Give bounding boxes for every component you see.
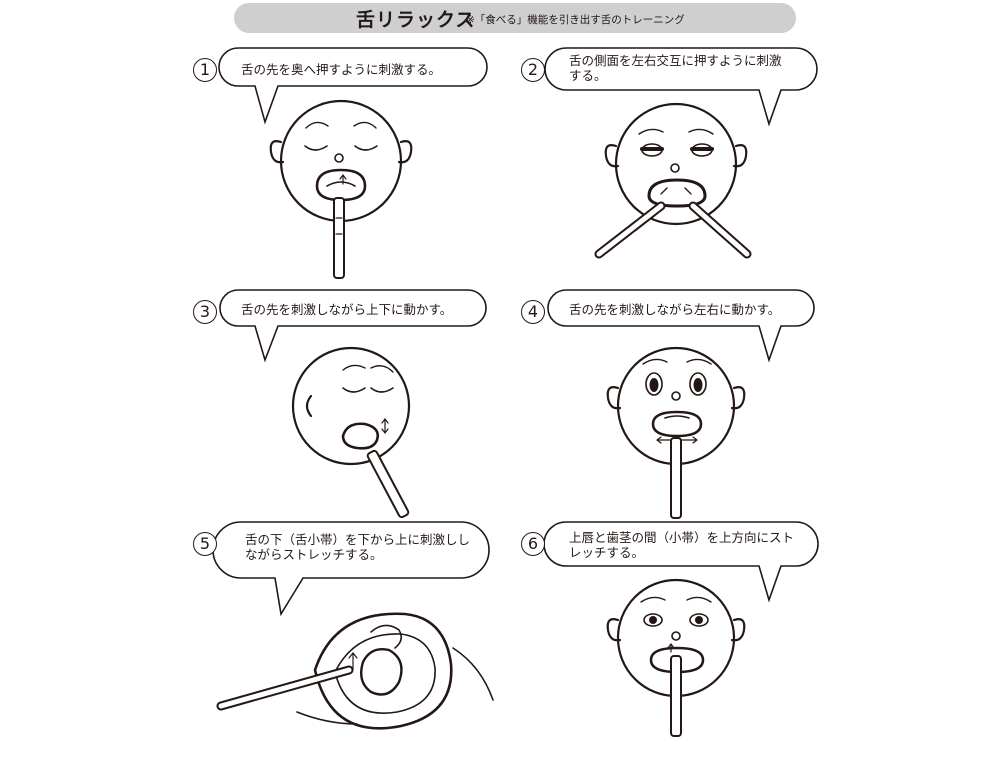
step-number: 4 <box>521 300 545 324</box>
step-instruction-line: 舌の先を刺激しながら左右に動かす。 <box>569 302 781 317</box>
step-instruction-line: 舌の先を奥へ押すように刺激する。 <box>241 62 442 77</box>
step-number: 1 <box>193 58 217 82</box>
step-instruction-line: 舌の先を刺激しながら上下に動かす。 <box>241 302 453 317</box>
step-1: 1 舌の先を奥へ押すように刺激する。 <box>193 46 633 286</box>
title-bar <box>234 3 796 33</box>
step-instruction-line: 舌の下（舌小帯）を下から上に刺激しし <box>245 532 471 547</box>
step-instruction-line: 上唇と歯茎の間（小帯）を上方向にスト <box>569 530 795 545</box>
face-illustration <box>606 578 746 737</box>
step-instruction-line: 舌の側面を左右交互に押すように刺激 <box>569 53 782 68</box>
step-number: 5 <box>193 532 217 556</box>
face-illustration <box>269 99 413 279</box>
step-6: 6 上唇と歯茎の間（小帯）を上方向にスト レッチする。 <box>521 520 961 760</box>
step-5: 5 舌の下（舌小帯）を下から上に刺激しし ながらストレッチする。 <box>193 520 633 760</box>
step-number: 2 <box>521 58 545 82</box>
page-title: 舌リラックス <box>356 9 476 31</box>
face-illustration <box>606 346 746 519</box>
speech-bubble <box>218 47 488 125</box>
step-instruction-line: する。 <box>569 68 607 83</box>
mouth-illustration <box>216 612 494 730</box>
speech-bubble <box>543 521 819 603</box>
step-2: 2 舌の側面を左右交互に押すように刺激 する。 <box>521 46 961 286</box>
step-4: 4 舌の先を刺激しながら左右に動かす。 <box>521 288 961 528</box>
step-number: 3 <box>193 300 217 324</box>
speech-bubble <box>547 289 815 363</box>
page-subtitle: ※「食べる」機能を引き出す舌のトレーニング <box>466 14 685 26</box>
speech-bubble <box>544 47 818 127</box>
step-instruction-line: ながらストレッチする。 <box>245 547 383 562</box>
speech-bubble <box>219 289 487 363</box>
step-instruction-line: レッチする。 <box>569 545 645 560</box>
face-illustration <box>594 102 752 259</box>
face-illustration <box>291 346 411 519</box>
step-number: 6 <box>521 532 545 556</box>
step-3: 3 舌の先を刺激しながら上下に動かす。 <box>193 288 633 528</box>
